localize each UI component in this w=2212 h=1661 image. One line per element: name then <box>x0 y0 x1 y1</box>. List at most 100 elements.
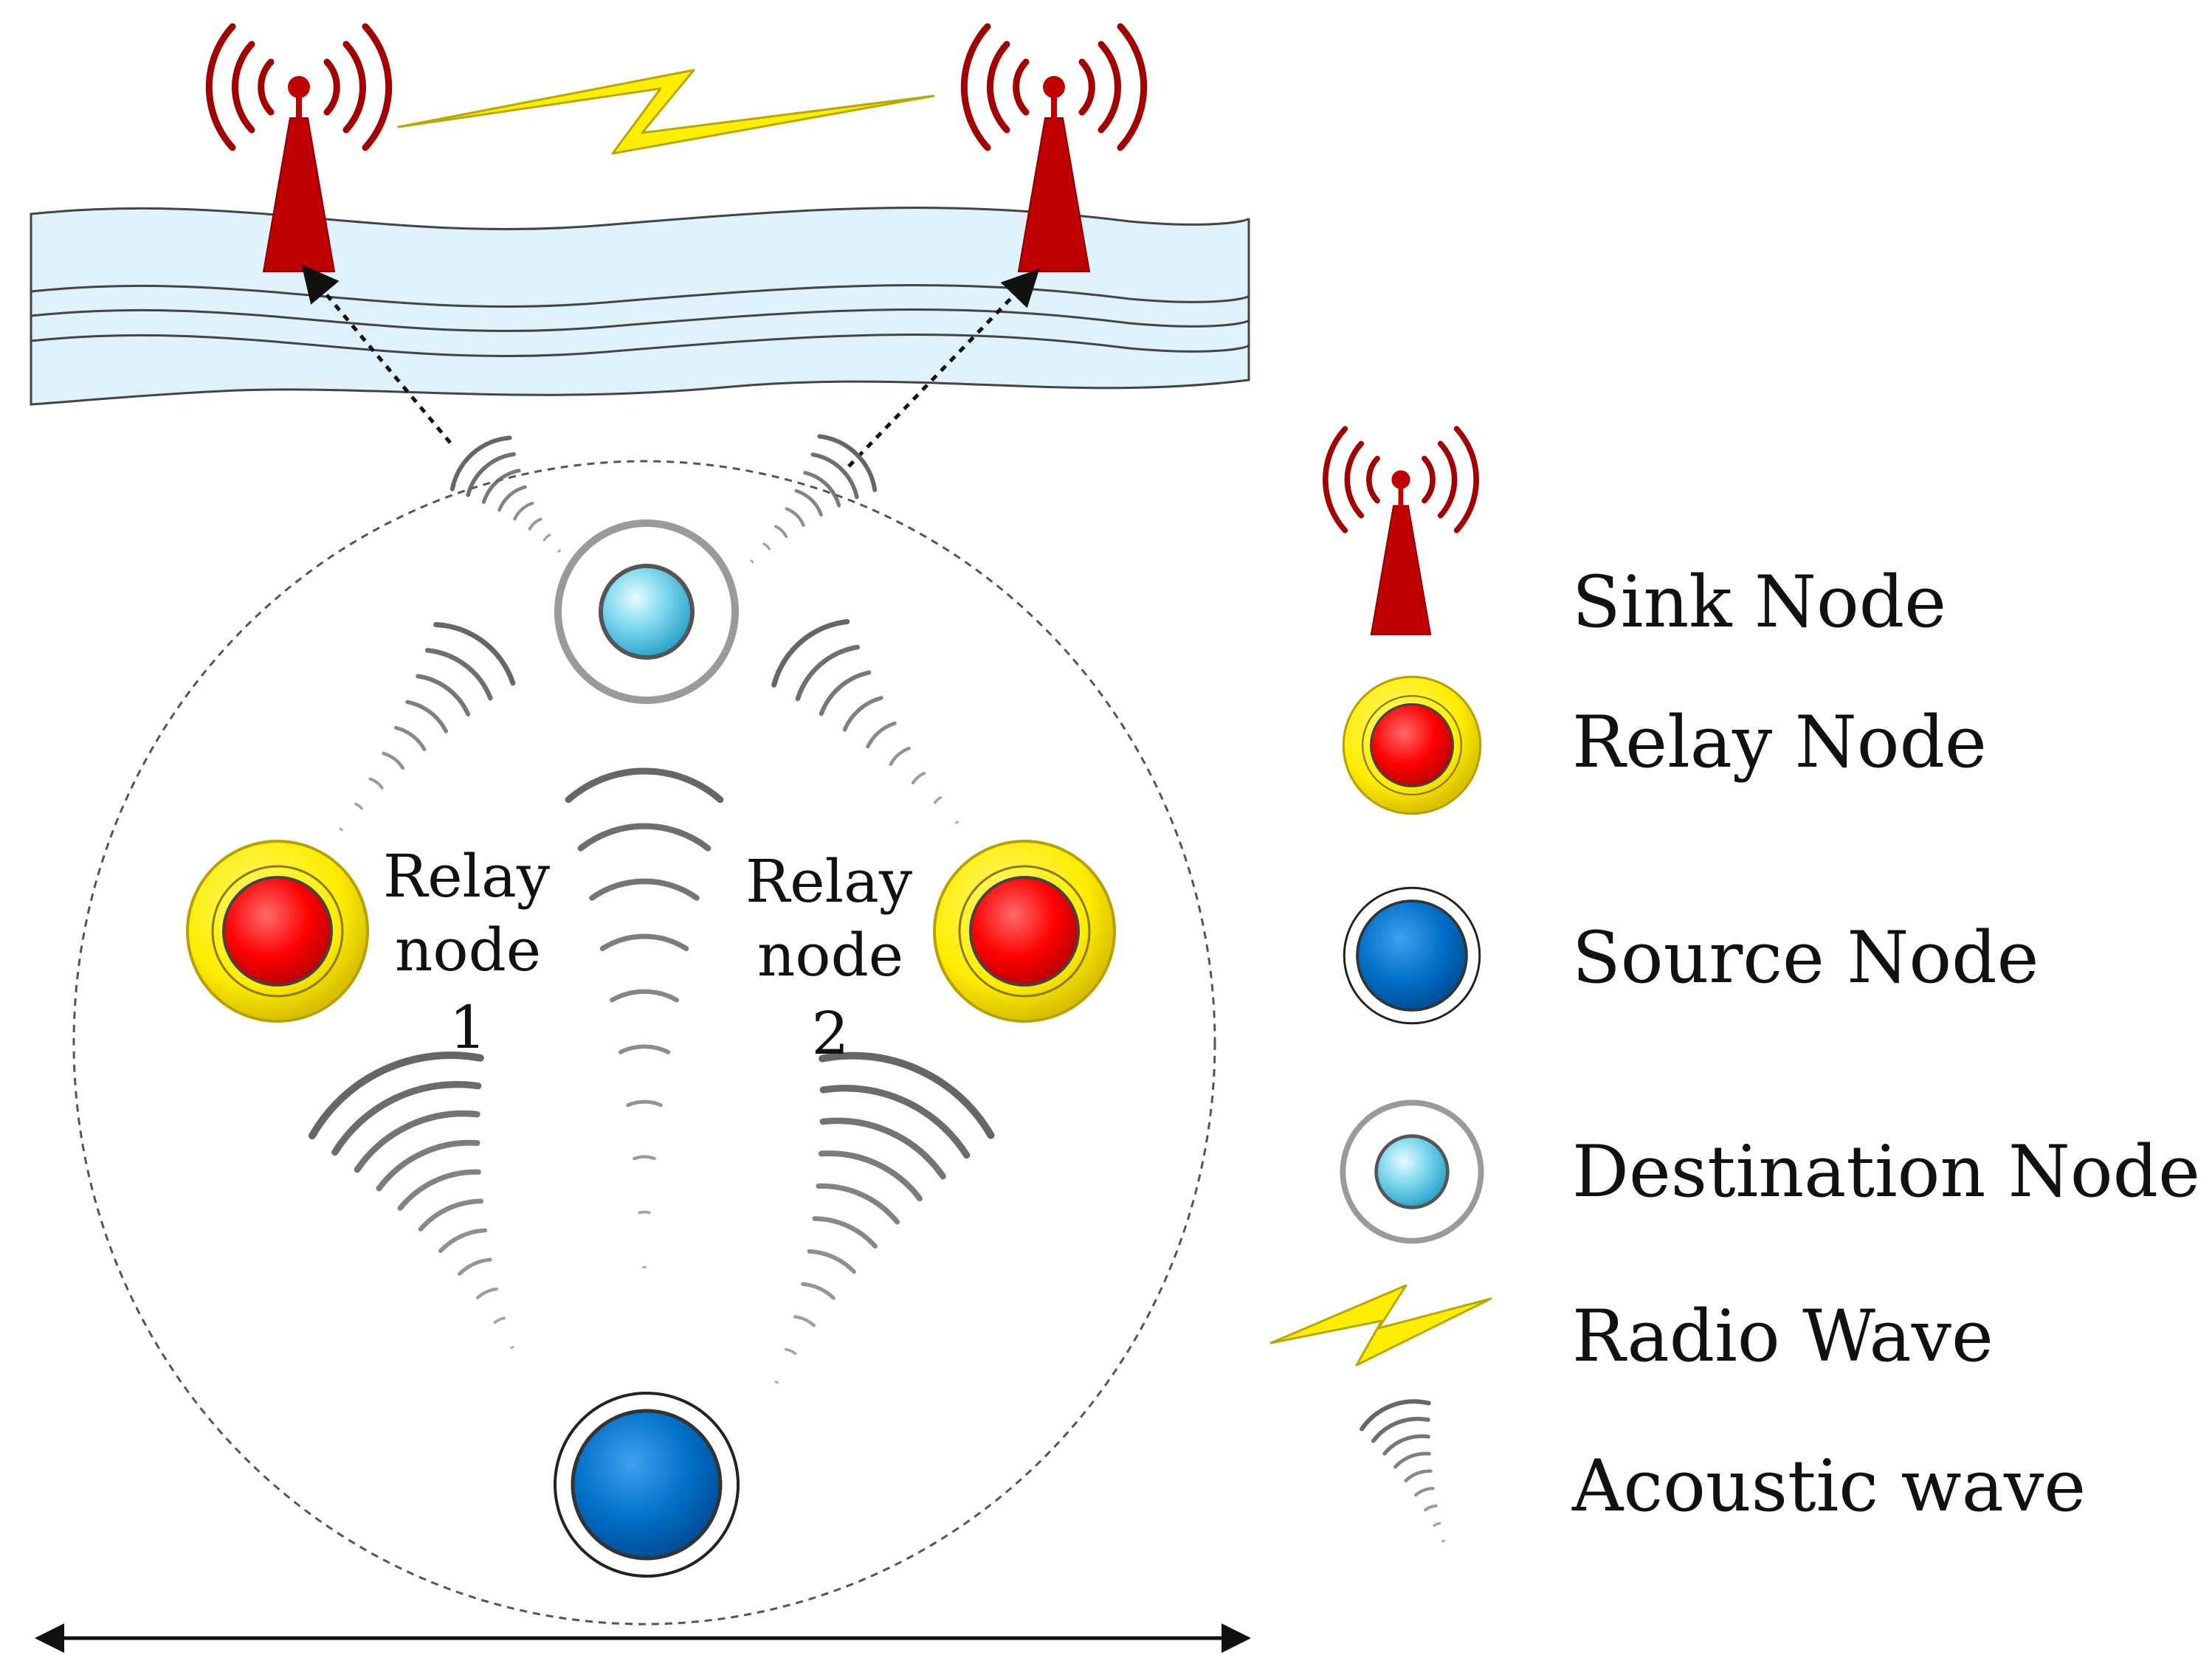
acoustic-wave-relay2-to-destination-arc <box>955 821 959 824</box>
acoustic-wave-source-to-relay1-arc <box>354 1110 480 1173</box>
relay-node-1-label-line1: Relay <box>383 842 550 911</box>
acoustic-wave-icon-fan-arc <box>1371 1417 1430 1443</box>
acoustic-wave-source-to-relay2-arc <box>819 1117 946 1180</box>
acoustic-wave-source-to-relay2-arc <box>812 1216 878 1249</box>
acoustic-wave-destination-to-sink-left-arc <box>542 533 551 542</box>
legend <box>1269 429 1492 1543</box>
acoustic-wave-relay2-to-destination-arc <box>866 721 897 749</box>
acoustic-wave-icon-fan-arc <box>1414 1487 1435 1497</box>
acoustic-wave-source-to-relay1-arc <box>376 1139 480 1192</box>
acoustic-wave-source-to-destination-arc <box>610 989 679 1003</box>
relay-node-1-label: Relay node 1 <box>383 842 550 1062</box>
destination-node <box>558 523 735 700</box>
acoustic-wave-destination-to-sink-left-arc <box>528 517 542 531</box>
acoustic-wave-relay1-to-destination-arc <box>339 827 343 832</box>
relay-node-2-label: Relay node 2 <box>745 847 912 1068</box>
acoustic-wave-source-to-destination-arc <box>577 823 712 852</box>
acoustic-wave-source-to-relay2-arc <box>785 1347 797 1356</box>
acoustic-wave-relay2-to-destination-arc <box>771 619 850 688</box>
radio-wave-link <box>397 69 935 155</box>
legend-sink-node-label: Sink Node <box>1572 561 1947 643</box>
acoustic-wave-relay1-to-destination-arc <box>354 802 363 810</box>
legend-destination-node-label: Destination Node <box>1572 1130 2200 1213</box>
acoustic-wave-source-to-relay1-arc <box>397 1169 481 1211</box>
acoustic-wave-source-to-destination-arc <box>633 1155 656 1161</box>
acoustic-wave-source-to-relay1-arc <box>418 1198 484 1232</box>
acoustic-wave-source-to-relay1-arc <box>510 1346 514 1350</box>
acoustic-wave-source-to-relay2-arc <box>801 1282 835 1300</box>
radio-wave-icon <box>1269 1284 1492 1367</box>
sink-node-icon <box>1326 429 1476 635</box>
relay-node-1-label-line2: node <box>395 916 541 984</box>
acoustic-wave-relay1-to-destination-arc <box>433 622 516 686</box>
acoustic-wave-icon-fan <box>1360 1399 1446 1543</box>
acoustic-wave-relay1-to-destination-arc <box>416 674 471 716</box>
acoustic-wave-relay1-to-destination-arc <box>394 725 427 751</box>
legend-source-node-label: Source Node <box>1572 916 2039 999</box>
acoustic-wave-icon-fan-arc <box>1433 1522 1441 1527</box>
acoustic-wave-destination-to-sink-left <box>449 435 562 553</box>
acoustic-wave-source-to-destination-arc <box>618 1044 671 1054</box>
legend-relay-node-label: Relay Node <box>1572 701 1987 784</box>
acoustic-wave-icon-fan-arc <box>1393 1451 1431 1469</box>
acoustic-wave-source-to-relay1 <box>309 1051 514 1350</box>
acoustic-wave-source-to-destination-arc <box>626 1099 663 1108</box>
uplink-arrow-left <box>301 264 452 444</box>
acoustic-wave-destination-to-sink-right-arc <box>762 542 771 550</box>
relay-node-icon <box>1342 675 1482 815</box>
acoustic-wave-source-to-relay2-arc <box>818 1150 923 1202</box>
acoustic-wave-destination-to-sink-left-arc <box>466 452 516 497</box>
acoustic-wave-source-to-relay1-arc <box>458 1257 492 1276</box>
destination-node-icon <box>1343 1102 1481 1240</box>
relay-node-1 <box>186 840 369 1023</box>
acoustic-wave-source-to-relay1-arc <box>331 1081 482 1156</box>
acoustic-wave-source-to-relay1-arc <box>493 1316 506 1324</box>
source-node-icon <box>1343 886 1481 1025</box>
acoustic-wave-destination-to-sink-right-arc <box>750 559 754 564</box>
acoustic-wave-icon-fan-arc <box>1404 1469 1433 1482</box>
relay-node-2 <box>933 840 1116 1023</box>
acoustic-wave-relay2-to-destination-arc <box>842 696 883 732</box>
acoustic-wave-icon-fan-arc <box>1360 1399 1431 1432</box>
acoustic-wave-source-to-relay1-arc <box>476 1287 498 1299</box>
uplink-arrow-right <box>847 269 1040 468</box>
acoustic-wave-relay2-to-destination-arc <box>819 670 872 716</box>
acoustic-wave-source-to-relay2-arc <box>793 1315 816 1327</box>
acoustic-wave-source-to-relay1-arc <box>438 1228 488 1254</box>
acoustic-wave-source-to-relay2 <box>774 1051 995 1384</box>
acoustic-wave-destination-to-sink-right-arc <box>817 434 878 492</box>
acoustic-wave-destination-to-sink-left-arc <box>497 485 527 512</box>
acoustic-wave-destination-to-sink-left-arc <box>481 469 521 504</box>
acoustic-wave-relay1-to-destination-arc <box>382 751 405 770</box>
source-node <box>555 1393 738 1576</box>
acoustic-wave-relay1-to-destination <box>339 622 516 832</box>
acoustic-wave-source-to-destination-arc <box>589 878 700 901</box>
acoustic-wave-relay1-to-destination-arc <box>405 700 449 733</box>
acoustic-wave-destination-to-sink-left-arc <box>557 549 562 553</box>
acoustic-wave-source-to-relay1-arc <box>309 1051 484 1140</box>
acoustic-wave-source-to-destination-arc <box>565 767 724 804</box>
acoustic-wave-relay2-to-destination-arc <box>795 644 861 702</box>
acoustic-wave-destination-to-sink-right-arc <box>810 452 859 500</box>
acoustic-wave-icon-fan-arc <box>1424 1504 1438 1512</box>
acoustic-wave-source-to-relay2-arc <box>807 1249 856 1274</box>
acoustic-wave-destination-to-sink-right-arc <box>774 525 788 539</box>
relay-node-2-label-line1: Relay <box>745 847 912 916</box>
acoustic-wave-source-to-relay2-arc <box>774 1381 779 1384</box>
acoustic-wave-relay2-to-destination-arc <box>912 771 926 785</box>
acoustic-wave-source-to-relay2-arc <box>816 1183 900 1225</box>
acoustic-wave-source-to-relay2-arc <box>819 1051 995 1139</box>
acoustic-wave-destination-to-sink-left-arc <box>513 501 534 521</box>
acoustic-wave-destination-to-sink-right-arc <box>785 507 805 527</box>
acoustic-waves <box>309 434 995 1384</box>
legend-radio-wave-label: Radio Wave <box>1572 1295 1994 1378</box>
acoustic-wave-destination-to-sink-right-arc <box>794 488 823 517</box>
acoustic-wave-destination-to-sink-left-arc <box>449 435 512 491</box>
acoustic-wave-destination-to-sink-right <box>750 434 878 564</box>
acoustic-wave-relay1-to-destination-arc <box>424 648 493 701</box>
acoustic-wave-icon <box>1360 1399 1446 1543</box>
relay-node-1-label-line3: 1 <box>449 993 487 1062</box>
acoustic-wave-relay1-to-destination-arc <box>368 777 384 790</box>
acoustic-wave-icon-fan-arc <box>1382 1434 1430 1456</box>
